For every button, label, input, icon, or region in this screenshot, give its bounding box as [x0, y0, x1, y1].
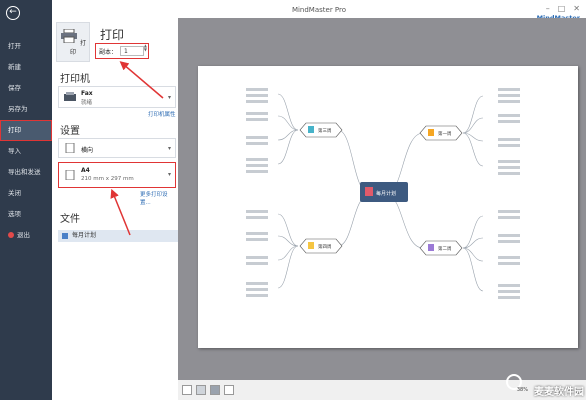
print-button[interactable]: 打印 — [56, 22, 90, 62]
paper-name: A4 — [81, 167, 90, 174]
copies-label: 副本： — [99, 49, 118, 56]
fit-width-view-icon[interactable] — [196, 385, 206, 395]
single-page-view-icon[interactable] — [182, 385, 192, 395]
orientation-select[interactable]: 横向 ▾ — [58, 138, 176, 158]
menu-item-print[interactable]: 打印 — [0, 120, 52, 141]
mindmap-branch-2: 第二周 — [438, 245, 452, 252]
preview-bottom-bar: 38% 麦麦软件园 — [178, 374, 586, 400]
chevron-down-icon: ▾ — [167, 145, 171, 152]
paper-icon — [65, 170, 75, 180]
file-section-title: 文件 — [60, 214, 80, 225]
multi-page-view-icon[interactable] — [224, 385, 234, 395]
print-button-label: 打印 — [69, 40, 87, 56]
menu-item-open[interactable]: 打开 — [8, 42, 21, 50]
watermark-logo-icon — [506, 374, 522, 390]
orientation-value: 横向 — [81, 147, 94, 154]
menu-item-import[interactable]: 导入 — [8, 147, 21, 155]
menu-item-save-as[interactable]: 另存为 — [8, 105, 28, 113]
zoom-level: 38% — [516, 387, 528, 393]
printer-name: Fax — [81, 90, 93, 97]
menu-item-close[interactable]: 关闭 — [8, 189, 21, 197]
paper-size-select[interactable]: A4 210 mm x 297 mm ▾ — [58, 162, 176, 188]
printer-select[interactable]: Fax 就绪 ▾ — [58, 86, 176, 108]
menu-item-options[interactable]: 选项 — [8, 210, 21, 218]
more-print-settings-link[interactable]: 更多打印设置... — [140, 192, 168, 206]
fit-page-view-icon[interactable] — [210, 385, 220, 395]
mindmap-branch-4: 第四周 — [318, 243, 332, 250]
mindmap-file-icon — [62, 233, 68, 239]
printer-icon — [60, 28, 77, 44]
window-title: MindMaster Pro — [291, 6, 347, 14]
window-controls: – □ ✕ — [546, 4, 580, 13]
printer-properties-link[interactable]: 打印机属性 — [148, 112, 176, 118]
back-arrow-icon[interactable]: ← — [6, 6, 20, 20]
fax-icon — [64, 92, 76, 101]
mindmap-center-node: 每月计划 — [376, 190, 396, 197]
chevron-down-icon: ▾ — [167, 171, 171, 178]
menu-item-save[interactable]: 保存 — [8, 84, 21, 92]
exit-icon — [8, 232, 14, 238]
menu-item-exit-label: 退出 — [17, 231, 30, 239]
file-item-label: 每月计划 — [72, 232, 97, 239]
menu-item-export-send[interactable]: 导出和发送 — [8, 168, 41, 176]
printer-section-title: 打印机 — [60, 74, 90, 85]
orientation-icon — [65, 143, 75, 153]
copies-input[interactable]: 1 — [120, 46, 144, 56]
close-icon[interactable]: ✕ — [573, 4, 580, 13]
mindmap-preview: 每月计划 第一周 第二周 第三周 第四周 — [246, 88, 520, 299]
mindmap-branch-1: 第一周 — [438, 130, 452, 137]
print-preview: 每月计划 第一周 第二周 第三周 第四周 — [178, 18, 586, 400]
print-title: 打印 — [100, 28, 125, 42]
restore-icon[interactable]: □ — [557, 4, 566, 13]
file-list-item[interactable]: 每月计划 — [58, 230, 178, 242]
watermark-text: 麦麦软件园 — [534, 387, 584, 398]
minimize-icon[interactable]: – — [545, 4, 550, 13]
printer-status: 就绪 — [81, 100, 93, 106]
menu-item-new[interactable]: 新建 — [8, 63, 21, 71]
chevron-down-icon: ▾ — [167, 94, 171, 101]
menu-item-exit[interactable]: 退出 — [0, 225, 52, 246]
paper-dimensions: 210 mm x 297 mm — [81, 176, 134, 182]
preview-page: 每月计划 第一周 第二周 第三周 第四周 — [198, 66, 578, 348]
mindmap-branch-3: 第三周 — [318, 127, 332, 134]
file-menu: 打开 新建 保存 另存为 打印 导入 导出和发送 关闭 选项 退出 — [0, 36, 52, 246]
print-settings-panel: 打印 打印 副本： 1 ▲▼ 打印机 Fax 就绪 ▾ 打印机属性 设置 横向 … — [52, 18, 178, 400]
copies-control: 副本： 1 ▲▼ — [95, 43, 149, 59]
settings-section-title: 设置 — [60, 126, 80, 137]
sidebar: ← 打开 新建 保存 另存为 打印 导入 导出和发送 关闭 选项 退出 — [0, 0, 52, 400]
copies-spinner[interactable]: ▲▼ — [143, 43, 147, 52]
